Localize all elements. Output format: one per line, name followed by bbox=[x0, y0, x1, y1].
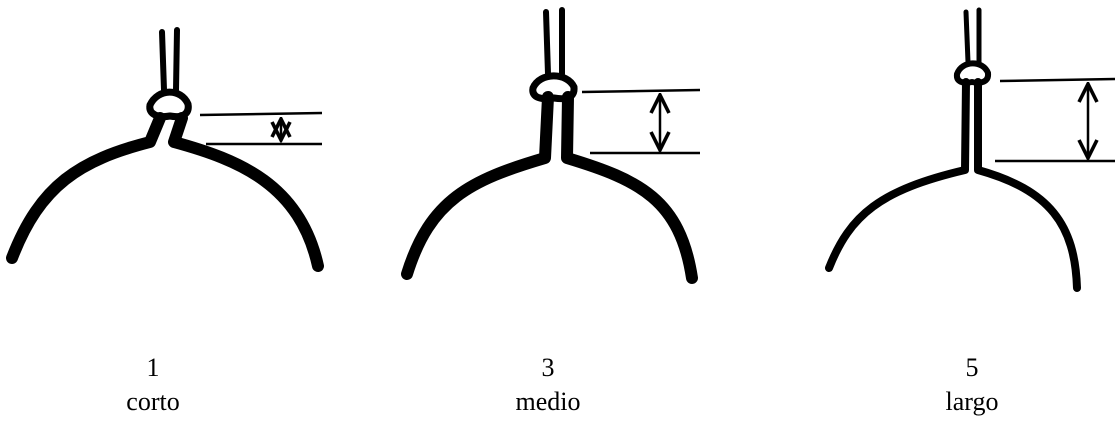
figure-1-number: 1 bbox=[73, 351, 233, 385]
figure-1-caption: 1 corto bbox=[73, 351, 233, 419]
figure-1-label: corto bbox=[73, 385, 233, 419]
figure-3-caption: 3 medio bbox=[468, 351, 628, 419]
figure-3-drawing bbox=[407, 10, 700, 278]
figure-1-body-outline bbox=[12, 118, 318, 266]
figure-5-drawing bbox=[829, 10, 1115, 288]
figure-1-knob bbox=[150, 92, 189, 116]
figure-3-upper-measure-line bbox=[582, 90, 700, 92]
figure-5-stem bbox=[966, 10, 979, 62]
figure-3-label: medio bbox=[468, 385, 628, 419]
figure-5-upper-measure-line bbox=[1000, 79, 1115, 81]
figure-1-upper-measure-line bbox=[200, 113, 322, 115]
figure-3-knob bbox=[533, 76, 574, 99]
figure-3-body-outline bbox=[407, 97, 692, 278]
figure-5-body-outline bbox=[829, 82, 1077, 288]
figure-3-stem bbox=[546, 10, 562, 74]
figure-1-drawing bbox=[12, 30, 322, 266]
figure-3-number: 3 bbox=[468, 351, 628, 385]
figure-5-knob bbox=[957, 63, 988, 82]
figure-5-label: largo bbox=[892, 385, 1052, 419]
figure-5-number: 5 bbox=[892, 351, 1052, 385]
figure-1-stem bbox=[162, 30, 177, 90]
figure-5-caption: 5 largo bbox=[892, 351, 1052, 419]
